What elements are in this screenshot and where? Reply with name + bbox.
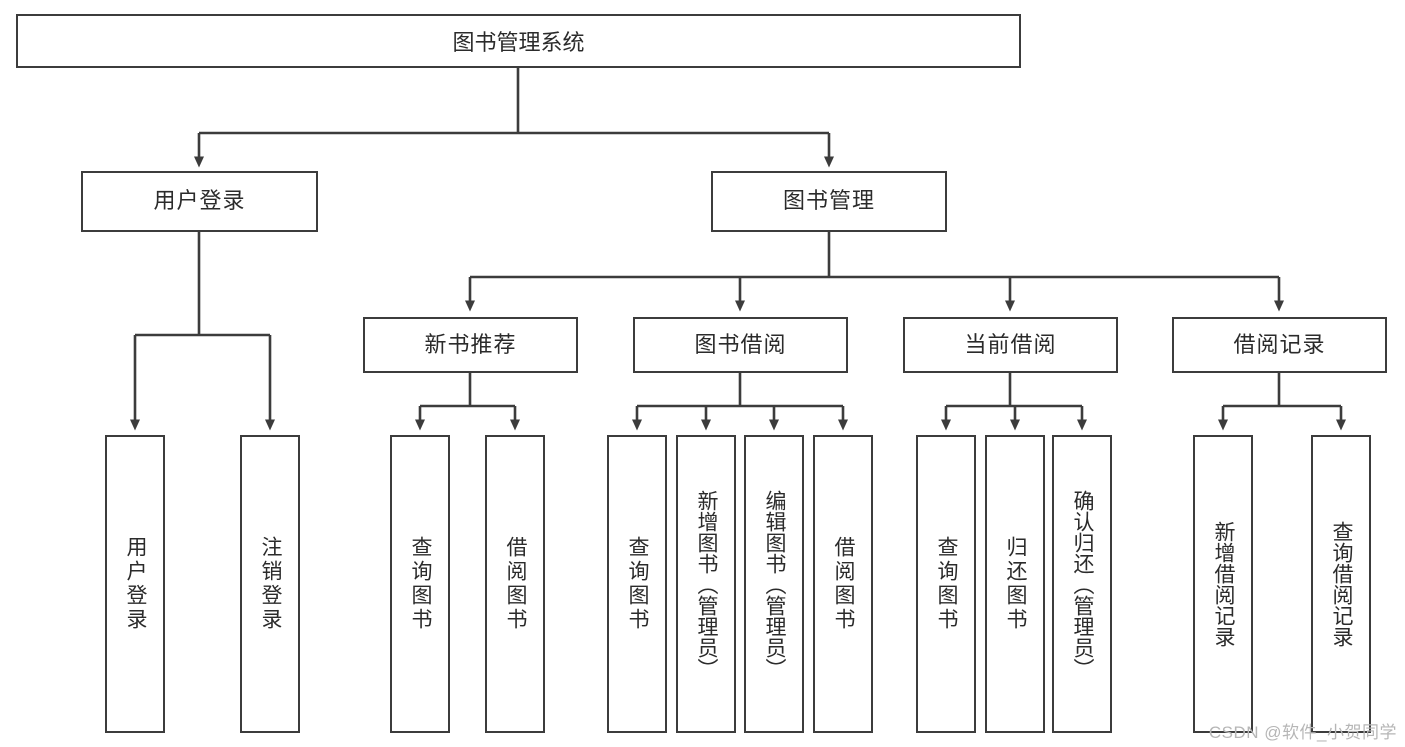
leaf-query-book-1[interactable]: 查询图书 (390, 435, 450, 733)
leaf-query-borrow-record[interactable]: 查询借阅记录 (1311, 435, 1371, 733)
leaf-logout-login[interactable]: 注销登录 (240, 435, 300, 733)
node-new-book-recommend[interactable]: 新书推荐 (363, 317, 578, 373)
node-book-borrow[interactable]: 图书借阅 (633, 317, 848, 373)
leaf-borrow-book-1[interactable]: 借阅图书 (485, 435, 545, 733)
leaf-query-book-2[interactable]: 查询图书 (607, 435, 667, 733)
watermark-label: CSDN @软件_小贺同学 (1208, 723, 1397, 742)
node-borrow-record[interactable]: 借阅记录 (1172, 317, 1387, 373)
leaf-add-borrow-record[interactable]: 新增借阅记录 (1193, 435, 1253, 733)
leaf-borrow-book-2[interactable]: 借阅图书 (813, 435, 873, 733)
leaf-user-login[interactable]: 用户登录 (105, 435, 165, 733)
node-root[interactable]: 图书管理系统 (16, 14, 1021, 68)
node-user-login[interactable]: 用户登录 (81, 171, 318, 232)
node-book-management[interactable]: 图书管理 (711, 171, 947, 232)
leaf-edit-book-admin[interactable]: 编辑图书（管理员） (744, 435, 804, 733)
leaf-return-book[interactable]: 归还图书 (985, 435, 1045, 733)
node-current-borrow[interactable]: 当前借阅 (903, 317, 1118, 373)
leaf-query-book-3[interactable]: 查询图书 (916, 435, 976, 733)
leaf-add-book-admin[interactable]: 新增图书（管理员） (676, 435, 736, 733)
leaf-confirm-return-admin[interactable]: 确认归还（管理员） (1052, 435, 1112, 733)
